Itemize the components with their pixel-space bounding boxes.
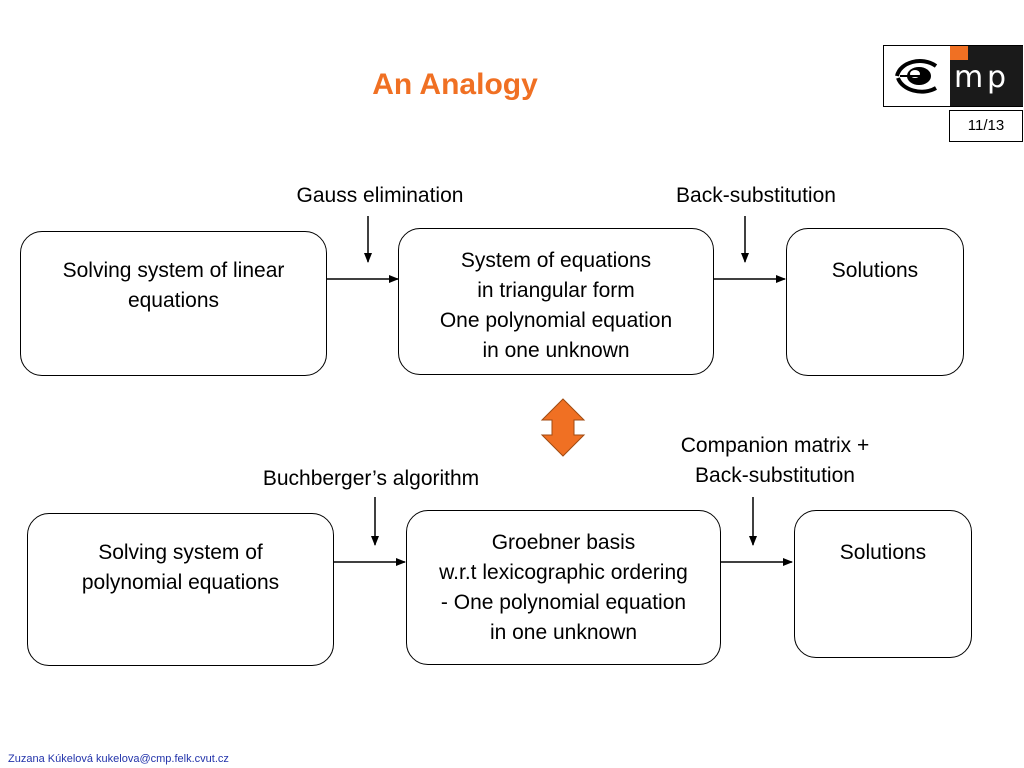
footer-author: Zuzana Kúkelová kukelova@cmp.felk.cvut.c… <box>8 753 229 765</box>
label-gauss-elimination: Gauss elimination <box>296 184 464 207</box>
logo-letter-p: p <box>987 60 1007 95</box>
box-solutions-top: Solutions <box>786 228 964 376</box>
box-triangular-form: System of equations in triangular form O… <box>398 228 714 375</box>
logo-letter-m: m <box>954 60 984 95</box>
box-text-line: Solutions <box>831 259 919 282</box>
box-text-line: w.r.t lexicographic ordering <box>439 561 688 584</box>
label-companion-matrix: Companion matrix + Back-substitution <box>640 431 910 491</box>
label-line: Back-substitution <box>695 464 855 487</box>
eye-logo-icon <box>895 59 938 94</box>
box-text-line: System of equations <box>460 249 652 272</box>
box-text-line: equations <box>127 289 220 312</box>
label-back-substitution: Back-substitution <box>676 184 836 207</box>
box-text-line: Solving system of <box>98 541 263 564</box>
slide-title: An Analogy <box>372 68 538 101</box>
box-text-line: polynomial equations <box>81 571 280 594</box>
cmp-logo: m p <box>883 45 1023 107</box>
box-text-line: - One polynomial equation <box>440 591 687 614</box>
box-text-line: in one unknown <box>489 621 638 644</box>
page-number: 11/13 <box>949 110 1023 142</box>
box-polynomial-system: Solving system of polynomial equations <box>27 513 334 666</box>
label-line: Companion matrix + <box>680 434 870 457</box>
label-buchberger-algorithm: Buchberger’s algorithm <box>262 467 480 490</box>
box-text-line: Solutions <box>839 541 927 564</box>
box-text-line: in one unknown <box>482 339 630 362</box>
box-text-line: Solving system of linear <box>62 259 285 282</box>
box-linear-system: Solving system of linear equations <box>20 231 327 376</box>
analogy-double-arrow-icon <box>540 398 586 457</box>
box-groebner-basis: Groebner basis w.r.t lexicographic order… <box>406 510 721 665</box>
box-text-line: Groebner basis <box>491 531 636 554</box>
box-text-line: One polynomial equation <box>439 309 673 332</box>
box-solutions-bottom: Solutions <box>794 510 972 658</box>
box-text-line: in triangular form <box>477 279 635 302</box>
